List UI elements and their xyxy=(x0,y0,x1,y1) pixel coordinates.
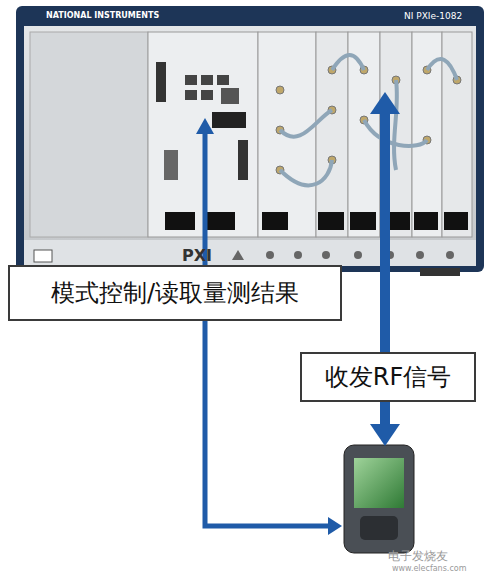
ejectors xyxy=(165,212,468,230)
callout-box: 收发RF信号 xyxy=(300,352,476,402)
slot-marks xyxy=(232,250,454,260)
watermark: 电子发烧友 xyxy=(388,548,448,565)
rf-cables xyxy=(280,55,457,185)
chassis-marking: PXI xyxy=(182,246,212,265)
dvi-port xyxy=(212,112,246,128)
handset xyxy=(344,445,414,553)
chassis-strip xyxy=(24,240,476,266)
ethernet-port xyxy=(221,88,239,104)
chassis-marking: NATIONAL INSTRUMENTS xyxy=(46,11,159,20)
callout-text: 模式控制/读取量测结果 xyxy=(51,280,299,306)
arrow-head xyxy=(370,424,400,446)
phone-screen xyxy=(354,458,404,508)
power-button xyxy=(34,250,52,262)
pxi-chassis xyxy=(16,6,484,276)
phone-body xyxy=(344,445,414,553)
port xyxy=(156,62,166,102)
empty-slots xyxy=(30,32,148,237)
chassis-marking: NI PXIe-1082 xyxy=(404,11,462,21)
arrow-head xyxy=(370,92,400,114)
callout-text: 收发RF信号 xyxy=(325,364,451,390)
chassis-body xyxy=(24,26,476,240)
port xyxy=(238,140,248,180)
phone-keys xyxy=(360,516,398,540)
rf-connectors xyxy=(276,66,461,174)
arrow-head xyxy=(196,118,214,134)
chassis-frame xyxy=(16,6,484,272)
callout-box: 模式控制/读取量测结果 xyxy=(8,265,342,321)
watermark: www.elecfans.com xyxy=(392,564,467,573)
arrow-head xyxy=(328,517,342,535)
control-arrow-line xyxy=(205,132,330,526)
serial-port xyxy=(164,150,178,180)
chassis-foot xyxy=(420,268,460,276)
rf-modules xyxy=(258,32,472,237)
